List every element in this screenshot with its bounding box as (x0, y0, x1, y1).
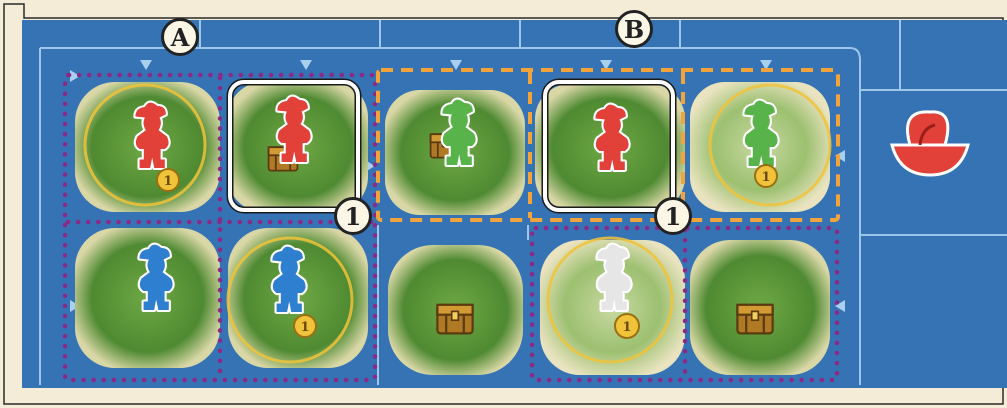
label-b: B (615, 10, 653, 48)
blue-pirate-icon[interactable] (272, 247, 305, 312)
red-pirate-icon[interactable] (595, 105, 628, 170)
red-pirate-icon[interactable] (277, 97, 310, 162)
coin-value: 1 (761, 170, 770, 185)
green-pirate-icon[interactable] (442, 100, 475, 165)
blue-pirate-icon[interactable] (139, 245, 172, 310)
score-badge-right: 1 (654, 197, 692, 235)
white-pirate-icon[interactable] (597, 245, 630, 310)
score-badge-left: 1 (334, 197, 372, 235)
coin-value: 1 (622, 320, 631, 335)
red-pirate-icon[interactable] (135, 103, 168, 168)
coin-value: 1 (300, 320, 309, 335)
label-a: A (161, 18, 199, 56)
green-pirate-icon[interactable] (744, 101, 777, 166)
coin-value: 1 (163, 174, 172, 189)
